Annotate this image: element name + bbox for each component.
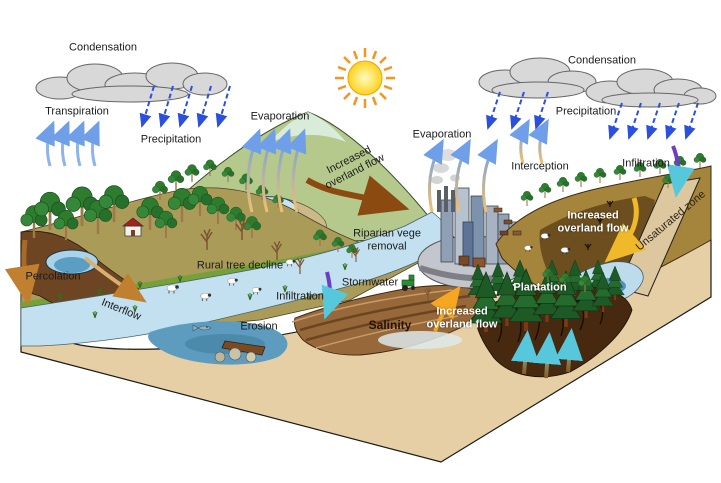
precipitation-arrows-right (486, 91, 699, 140)
evaporation-arrows-left (241, 128, 307, 213)
log-icon (221, 340, 266, 356)
left-forest (19, 159, 432, 319)
river (20, 211, 456, 365)
cloud-left-icon (35, 62, 228, 103)
vehicle-icon (493, 207, 522, 236)
overland-flow-arrows (305, 175, 647, 332)
infiltration-arrows (321, 145, 695, 320)
percolation-arrows (4, 239, 147, 306)
cloud-right-icon (478, 57, 717, 108)
evaporation-arrows-city (423, 138, 498, 213)
precipitation-arrows-left (139, 85, 231, 128)
tractor-icon (401, 274, 415, 291)
salinity-scald (378, 331, 462, 349)
fish-icon (192, 324, 212, 332)
sun-icon (335, 48, 395, 108)
transpiration-arrows (35, 120, 100, 167)
interception-arrows (509, 118, 549, 164)
root-uptake-arrows (511, 328, 583, 379)
house-icon (122, 217, 144, 237)
